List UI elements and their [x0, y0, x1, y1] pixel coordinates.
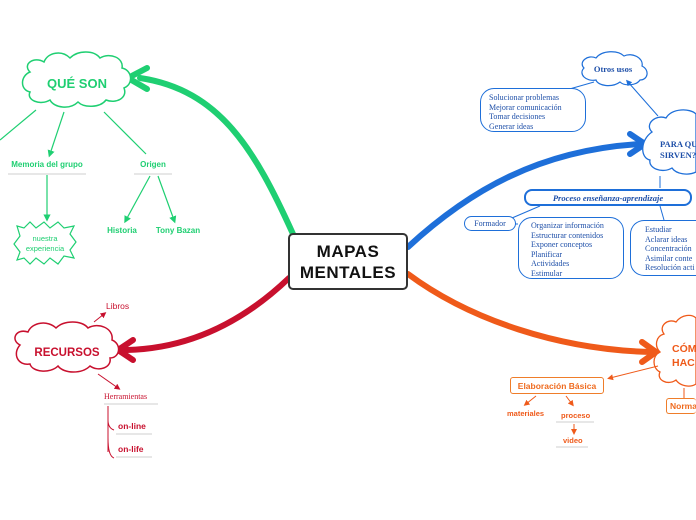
- on-line[interactable]: on-line: [118, 421, 146, 431]
- recursos-cloud[interactable]: [14, 321, 120, 373]
- origen-edge-tony: [157, 175, 177, 224]
- origen-edge-historia: [124, 175, 151, 224]
- libros[interactable]: Libros: [106, 301, 129, 311]
- estudiante-items-list[interactable]: Estudiar Aclarar ideas Concentración Asi…: [630, 220, 696, 276]
- estudiante-item: Asimilar conte: [645, 253, 693, 263]
- on-life[interactable]: on-life: [118, 444, 144, 454]
- que-son-edge-origen: [103, 111, 147, 155]
- branch-para-que: [405, 141, 643, 250]
- proceso-label[interactable]: proceso: [561, 411, 591, 420]
- formador-item: Planificar: [531, 249, 563, 259]
- recursos-title: RECURSOS: [34, 347, 100, 359]
- origen[interactable]: Origen: [140, 160, 166, 169]
- formador-item: Exponer conceptos: [531, 240, 593, 249]
- uso-item: Tomar decisiones: [489, 112, 546, 121]
- para-que-title-1: PARA QU: [660, 139, 696, 149]
- herramientas-connector: [107, 406, 115, 459]
- para-que-cloud[interactable]: [642, 109, 696, 175]
- que-son-edge-memoria: [47, 111, 65, 158]
- otros-usos-cloud[interactable]: [581, 51, 648, 87]
- otros-usos: Otros usos: [594, 64, 633, 74]
- para-que-edge-otros: [626, 79, 659, 117]
- que-son-edge-left: [0, 109, 37, 141]
- para-que-title-2: SIRVEN?: [660, 150, 696, 160]
- branch-que-son: [137, 75, 296, 237]
- central-node[interactable]: MAPAS MENTALES: [288, 233, 408, 290]
- central-line2: MENTALES: [299, 262, 397, 282]
- elaboracion-edge-proceso: [565, 395, 574, 407]
- recursos-edge-herramientas: [97, 373, 121, 390]
- proceso-ensenanza-label: Proceso enseñanza-aprendizaje: [552, 192, 664, 203]
- estudiante-item: Resolución acti: [645, 263, 695, 272]
- central-line1: MAPAS: [316, 241, 380, 261]
- proceso-edge-formador: [511, 205, 541, 219]
- como-title-2: HAC: [672, 357, 695, 369]
- experiencia-star[interactable]: [13, 221, 77, 265]
- estudiante-item: Aclarar ideas: [645, 234, 688, 244]
- video[interactable]: video: [563, 436, 583, 445]
- formador-box[interactable]: Formador: [464, 216, 516, 231]
- materiales[interactable]: materiales: [507, 409, 544, 418]
- memoria-del-grupo[interactable]: Memoria del grupo: [11, 160, 83, 169]
- branch-recursos: [119, 275, 292, 353]
- experiencia-line1: nuestra: [32, 234, 58, 243]
- elaboracion-basica-box[interactable]: Elaboración Básica: [510, 377, 604, 394]
- uso-item: Mejorar comunicación: [489, 102, 562, 112]
- formador-items-list[interactable]: Organizar información Estructurar conten…: [518, 217, 624, 279]
- uso-item: Solucionar problemas: [489, 93, 559, 102]
- como-cloud[interactable]: [653, 314, 696, 387]
- como-edge-elaboracion: [607, 365, 659, 381]
- formador-item: Organizar información: [531, 221, 604, 230]
- branch-como: [405, 271, 655, 355]
- branch-como-arrowhead: [639, 339, 659, 365]
- herramientas[interactable]: Herramientas: [104, 392, 147, 401]
- tony-bazan[interactable]: Tony Bazan: [156, 226, 200, 235]
- uso-item: Generar ideas: [489, 121, 534, 131]
- normas-box[interactable]: Norma: [666, 398, 696, 414]
- estudiante-item: Concentración: [645, 244, 692, 253]
- proceso-ensenanza-box[interactable]: Proceso enseñanza-aprendizaje: [524, 189, 692, 206]
- formador-item: Actividades: [531, 259, 570, 268]
- historia[interactable]: Historia: [107, 226, 137, 235]
- formador-item: Estructurar contenidos: [531, 230, 604, 240]
- como-title-1: CÓM: [672, 342, 696, 355]
- normas-label: Norma: [670, 401, 696, 411]
- usos-list[interactable]: Solucionar problemas Mejorar comunicació…: [480, 88, 586, 132]
- experiencia-line2: experiencia: [26, 244, 65, 253]
- que-son-cloud[interactable]: [21, 51, 132, 108]
- elaboracion-basica-label: Elaboración Básica: [517, 380, 597, 391]
- estudiante-item: Estudiar: [645, 225, 672, 234]
- formador-label: Formador: [474, 219, 506, 228]
- elaboracion-edge-materiales: [523, 395, 537, 406]
- proceso-edge-estudiante: [659, 205, 665, 221]
- recursos-edge-libros: [93, 312, 107, 323]
- que-son-title: QUÉ SON: [47, 76, 107, 91]
- formador-item: Estimular: [531, 268, 563, 278]
